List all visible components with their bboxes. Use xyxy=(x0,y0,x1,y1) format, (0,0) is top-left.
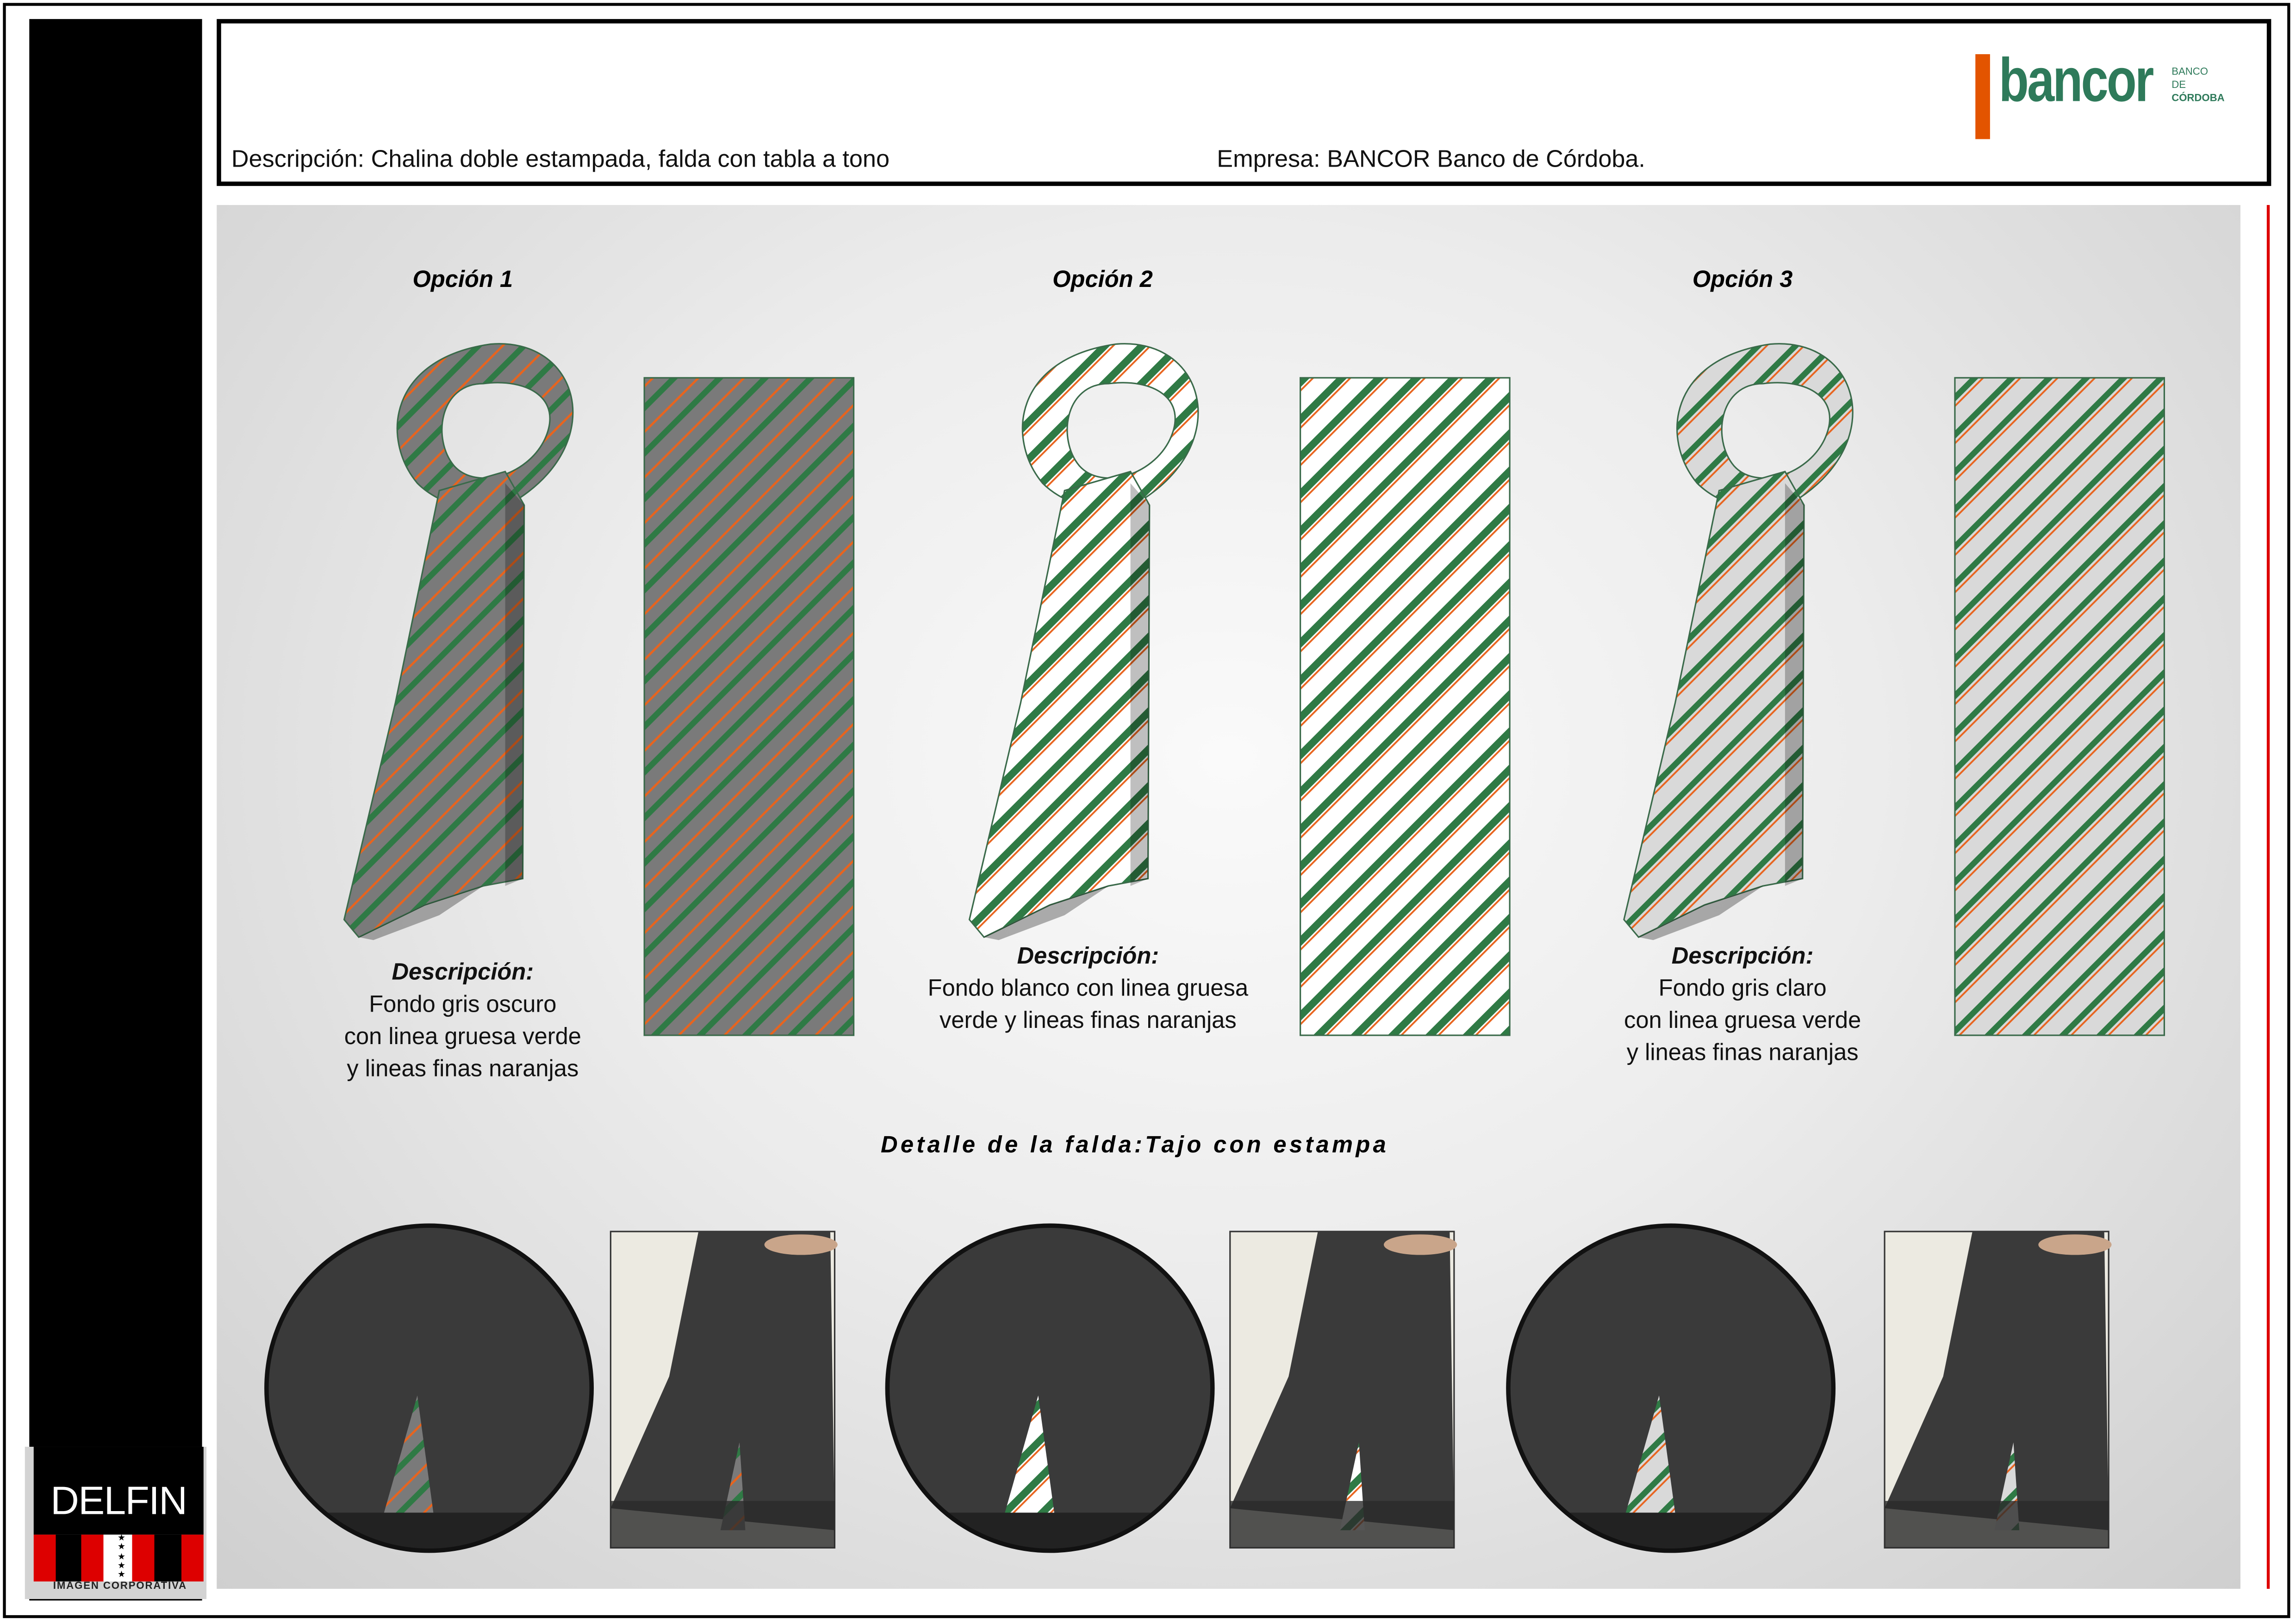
logo-orange-bar xyxy=(1975,54,1990,139)
description-line: con linea gruesa verde xyxy=(1624,1008,1861,1034)
option-3-title: Opción 3 xyxy=(1692,268,1793,293)
description-line: con linea gruesa verde xyxy=(344,1025,581,1050)
logo-sub-line: BANCO xyxy=(2172,67,2209,78)
bancor-logo: bancor BANCO DE CÓRDOBA xyxy=(1975,45,2232,142)
page-frame xyxy=(3,3,2290,1618)
logo-subtitle: BANCO DE CÓRDOBA xyxy=(2172,66,2224,105)
skirt-slit-detail-3 xyxy=(1506,1223,1836,1553)
description-line: Fondo gris claro xyxy=(1658,977,1827,1002)
delfin-wordmark: DELFIN xyxy=(50,1479,187,1523)
description-label: Descripción: xyxy=(392,960,534,986)
description-label: Descripción: xyxy=(1017,944,1159,970)
option-2-title: Opción 2 xyxy=(1052,268,1153,293)
star-icon: ★★★★★ xyxy=(118,1534,126,1580)
description-text: Descripción: Chalina doble estampada, fa… xyxy=(231,146,890,173)
header-box xyxy=(217,19,2271,186)
description-line: Fondo gris oscuro xyxy=(369,993,557,1018)
delfin-stripes xyxy=(33,1534,204,1582)
skirt-slit-detail-1 xyxy=(264,1223,594,1553)
delfin-tagline: IMAGEN CORPORATIVA xyxy=(53,1581,187,1592)
scarf-option-1 xyxy=(343,343,574,940)
scarf-option-2 xyxy=(968,343,1199,940)
skirt-photo-2 xyxy=(1229,1231,1457,1549)
description-line: Fondo blanco con linea gruesa xyxy=(927,977,1249,1002)
delfin-logo: DELFIN ★★★★★ IMAGEN CORPORATIVA xyxy=(25,1447,207,1599)
option-1-description: Descripción: Fondo gris oscuro con linea… xyxy=(273,958,653,1086)
fabric-swatch-3 xyxy=(1954,377,2165,1036)
delfin-logo-black xyxy=(33,1447,204,1535)
skirt-detail-title: Detalle de la falda:Tajo con estampa xyxy=(881,1133,1389,1158)
option-2-description: Descripción: Fondo blanco con linea grue… xyxy=(898,941,1279,1038)
description-label: Descripción: xyxy=(1671,944,1814,970)
red-divider-line xyxy=(2266,205,2270,1589)
sidebar-bar xyxy=(29,19,202,1601)
description-line: y lineas finas naranjas xyxy=(1626,1041,1859,1066)
logo-wordmark: bancor xyxy=(1998,45,2154,114)
company-text: Empresa: BANCOR Banco de Córdoba. xyxy=(1217,146,1645,173)
logo-sub-line: DE xyxy=(2172,81,2186,91)
description-line: verde y lineas finas naranjas xyxy=(940,1008,1237,1034)
fabric-swatch-2 xyxy=(1300,377,1511,1036)
scarf-option-3 xyxy=(1623,343,1854,940)
skirt-photo-1 xyxy=(610,1231,838,1549)
option-3-description: Descripción: Fondo gris claro con linea … xyxy=(1552,941,1933,1070)
skirt-slit-detail-2 xyxy=(885,1223,1215,1553)
fabric-swatch-1 xyxy=(643,377,855,1036)
description-line: y lineas finas naranjas xyxy=(347,1057,579,1083)
logo-sub-line: CÓRDOBA xyxy=(2172,93,2225,104)
option-1-title: Opción 1 xyxy=(412,268,513,293)
skirt-photo-3 xyxy=(1884,1231,2112,1549)
